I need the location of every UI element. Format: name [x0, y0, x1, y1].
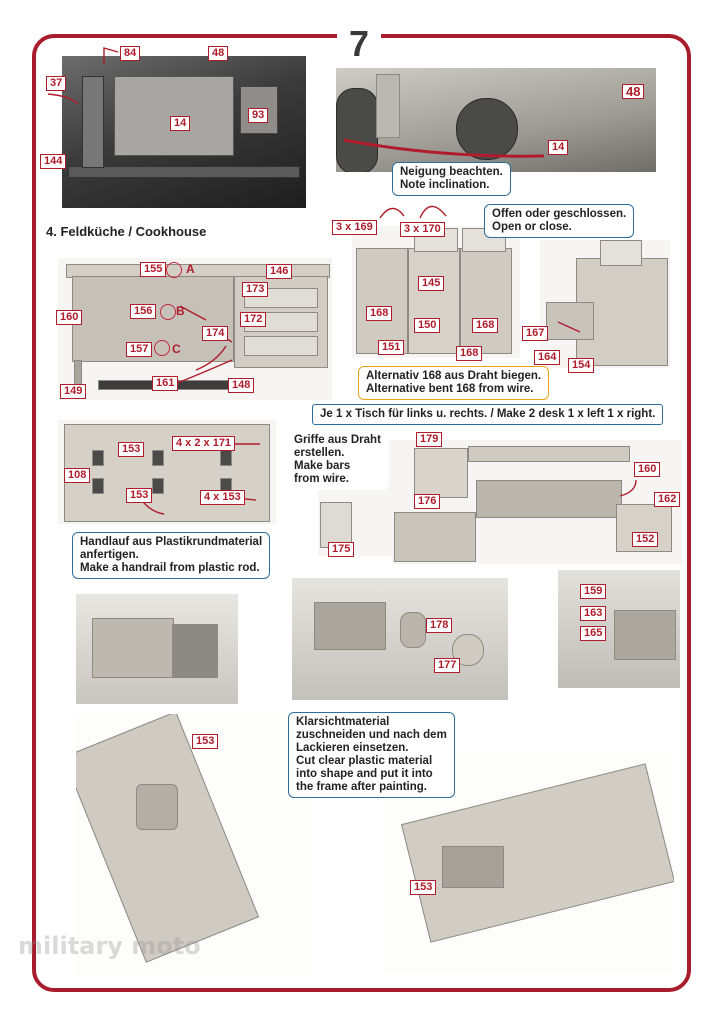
part-label-172: 172: [240, 312, 267, 327]
part-label-163: 163: [580, 606, 607, 621]
photo-cooking-units: [352, 226, 520, 358]
part-label-148: 148: [228, 378, 255, 393]
part-label-153d: 153: [192, 734, 219, 749]
part-label-150: 150: [414, 318, 441, 333]
part-label-84: 84: [120, 46, 141, 61]
part-label-162: 162: [654, 492, 681, 507]
part-label-170: 3 x 170: [400, 222, 445, 237]
note-bars: Griffe aus Draht erstellen. Make bars fr…: [286, 430, 389, 490]
marker-letter-a: A: [186, 262, 195, 276]
part-label-176: 176: [414, 494, 441, 509]
note-inclination: Neigung beachten. Note inclination.: [392, 162, 511, 196]
page-number: 7: [337, 24, 381, 64]
part-label-144: 144: [40, 154, 67, 169]
part-label-160b: 160: [634, 462, 661, 477]
part-label-177: 177: [434, 658, 461, 673]
part-label-152: 152: [632, 532, 659, 547]
part-label-48a: 48: [208, 46, 229, 61]
part-label-157: 157: [126, 342, 153, 357]
watermark: military moto: [18, 932, 201, 960]
part-label-167: 167: [522, 326, 549, 341]
photo-box-table: [392, 440, 682, 564]
part-label-146: 146: [266, 264, 293, 279]
part-label-164: 164: [534, 350, 561, 365]
part-label-173: 173: [242, 282, 269, 297]
note-handrail: Handlauf aus Plastikrundmaterial anferti…: [72, 532, 271, 579]
part-label-145: 145: [418, 276, 445, 291]
note-clear-material: Klarsichtmaterial zuschneiden und nach d…: [288, 712, 455, 798]
photo-interior-right: [558, 570, 680, 688]
photo-open-unit: [540, 240, 670, 368]
marker-letter-b: B: [176, 304, 185, 318]
part-label-168c: 168: [456, 346, 483, 361]
photo-truck-side: [336, 68, 656, 172]
part-label-160a: 160: [56, 310, 83, 325]
note-desk: Je 1 x Tisch für links u. rechts. / Make…: [312, 404, 664, 425]
part-label-178: 178: [426, 618, 453, 633]
photo-vehicle-overview-left: [76, 714, 312, 976]
photo-interior-left: [76, 594, 238, 704]
part-label-171: 4 x 2 x 171: [172, 436, 236, 451]
part-label-14b: 14: [548, 140, 569, 155]
part-label-153c: 4 x 153: [200, 490, 245, 505]
photo-wall-panel: [58, 420, 276, 524]
part-label-108: 108: [64, 468, 91, 483]
photo-interior-mid: [292, 578, 508, 700]
part-label-159: 159: [580, 584, 607, 599]
part-label-179: 179: [416, 432, 443, 447]
part-label-93: 93: [248, 108, 269, 123]
part-label-155: 155: [140, 262, 167, 277]
part-label-48b: 48: [622, 84, 645, 99]
part-label-153b: 153: [126, 488, 153, 503]
part-label-175: 175: [328, 542, 355, 557]
section-heading: 4. Feldküche / Cookhouse: [46, 224, 207, 239]
part-label-168b: 168: [472, 318, 499, 333]
marker-circle-b: [160, 304, 176, 320]
part-label-174: 174: [202, 326, 229, 341]
part-label-165: 165: [580, 626, 607, 641]
marker-letter-c: C: [172, 342, 181, 356]
part-label-149: 149: [60, 384, 87, 399]
part-label-156: 156: [130, 304, 157, 319]
part-label-154: 154: [568, 358, 595, 373]
note-open-close: Offen oder geschlossen. Open or close.: [484, 204, 635, 238]
part-label-151: 151: [378, 340, 405, 355]
note-wire-bend: Alternativ 168 aus Draht biegen. Alterna…: [358, 366, 550, 400]
part-label-14a: 14: [170, 116, 191, 131]
part-label-37: 37: [46, 76, 67, 91]
part-label-168a: 168: [366, 306, 393, 321]
photo-chassis-side: [62, 56, 306, 208]
marker-circle-a: [166, 262, 182, 278]
part-label-169: 3 x 169: [332, 220, 377, 235]
part-label-161: 161: [152, 376, 179, 391]
marker-circle-c: [154, 340, 170, 356]
part-label-153e: 153: [410, 880, 437, 895]
part-label-153a: 153: [118, 442, 145, 457]
photo-cookhouse-assembly: [58, 258, 332, 400]
